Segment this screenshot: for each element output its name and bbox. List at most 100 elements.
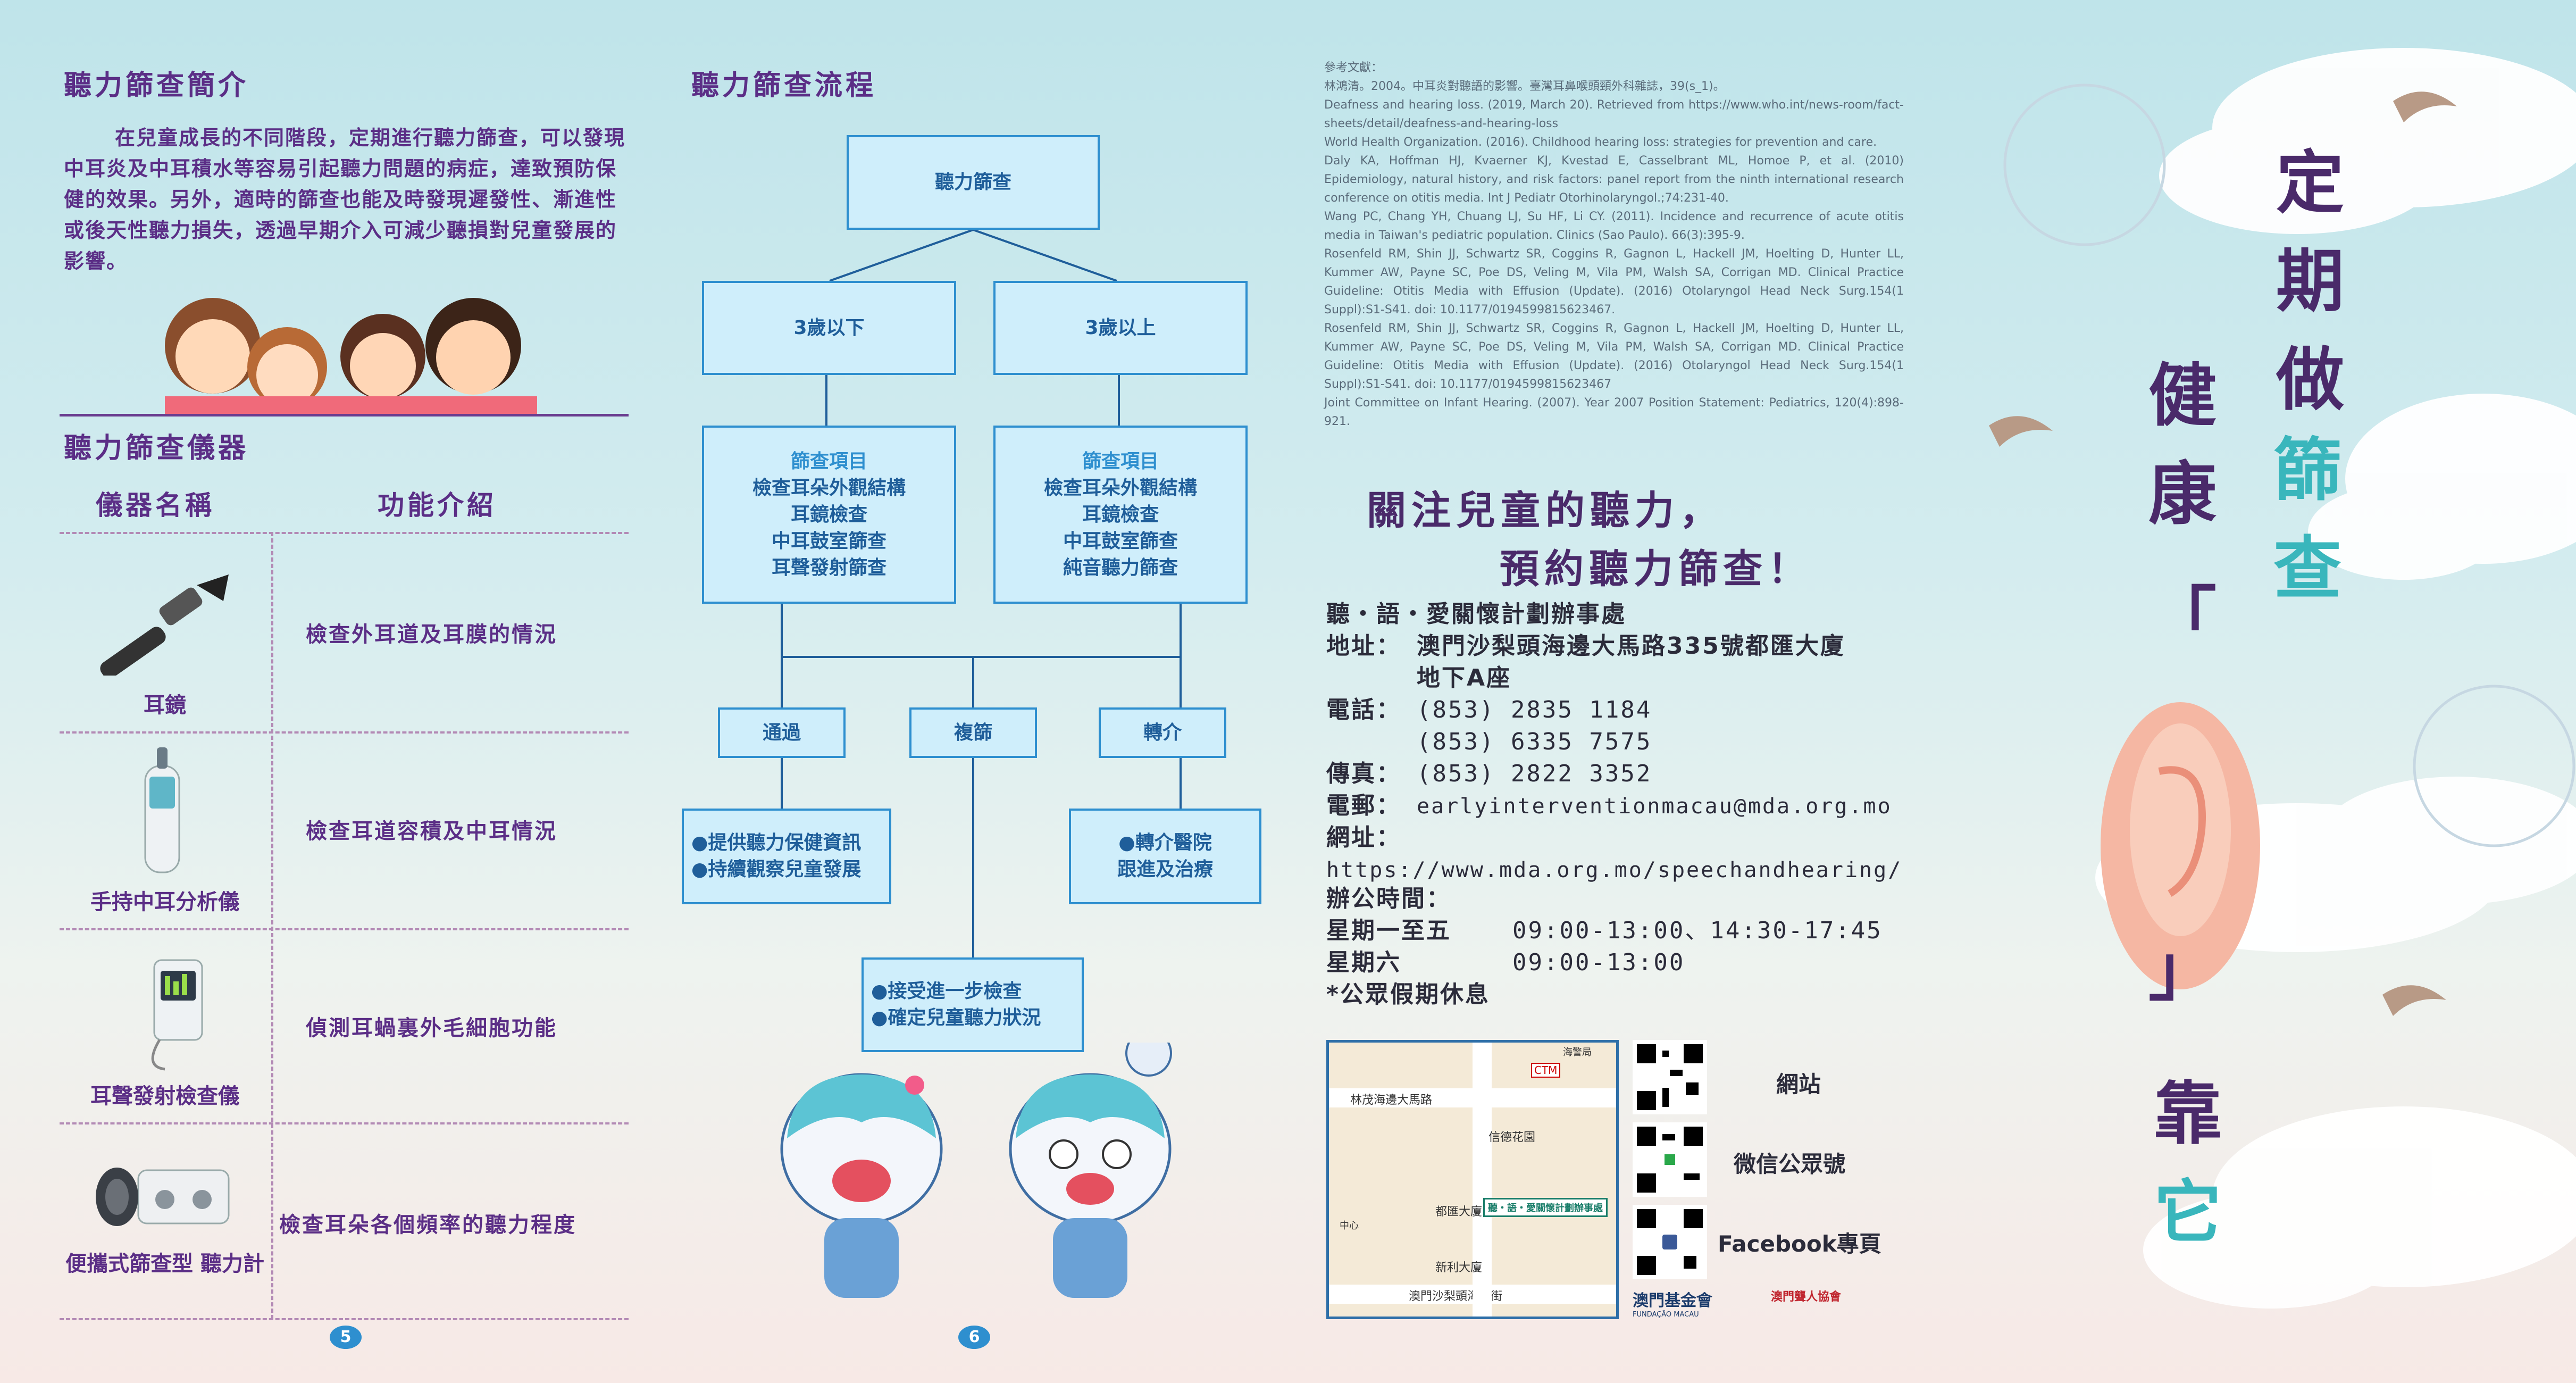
oae-device-icon — [151, 959, 203, 1071]
map-road-label: 林茂海邊大馬路 — [1350, 1094, 1433, 1107]
references: 參考文獻： 林鴻清。2004。中耳炎對聽語的影響。臺灣耳鼻喉頭頸外科雜誌，39(… — [1324, 59, 1904, 431]
cover-title-teal: 篩 查 — [2273, 415, 2348, 612]
flow-items-over3: 篩查項目 檢查耳朵外觀結構 耳鏡檢查 中耳鼓室篩查 純音聽力篩查 — [993, 426, 1248, 604]
list-item: ●接受進一步檢查 — [871, 980, 1022, 1002]
intro-paragraph: 在兒童成長的不同階段，定期進行聽力篩查，可以發現中耳炎及中耳積水等容易引起聽力問… — [64, 126, 626, 273]
flow-pass-box: 通過 — [718, 707, 846, 758]
cover-bottom-text: 靠 它 — [2154, 1059, 2228, 1255]
flow-over3-box: 3歲以上 — [993, 281, 1248, 375]
map-center-label: 中心 — [1340, 1220, 1359, 1231]
map-pier-label: 海警局 — [1563, 1047, 1592, 1058]
map-building-label: 都匯大廈 — [1435, 1205, 1483, 1219]
fax-row: 傳真： (853) 2822 3352 — [1326, 758, 1652, 790]
hours-saturday-row: 星期六 09:00-13:00 — [1326, 947, 1685, 979]
qr-label-facebook: Facebook專頁 — [1718, 1231, 1881, 1257]
reference-item: World Health Organization. (2016). Child… — [1324, 136, 1877, 149]
flow-recheck-box: 複篩 — [909, 707, 1037, 758]
fax-label: 傳真： — [1326, 760, 1401, 787]
instrument-name: 便攜式篩查型 聽力計 — [65, 1252, 264, 1276]
flow-pass-actions: ●提供聽力保健資訊 ●持續觀察兒童發展 — [682, 809, 891, 904]
mascot-illustration — [780, 1043, 1172, 1298]
references-title: 參考文獻： — [1324, 61, 1383, 74]
cover-title-char: 篩 — [2273, 431, 2342, 510]
cover-title-char: 查 — [2273, 529, 2342, 609]
cover-title-char: 定 — [2276, 144, 2345, 223]
qr-label-website: 網站 — [1776, 1071, 1821, 1097]
list-item: ●提供聽力保健資訊 — [691, 832, 862, 854]
table-divider — [60, 1122, 629, 1124]
address-line-2: 地下A座 — [1417, 664, 1512, 692]
reference-item: Daly KA, Hoffman HJ, Kvaerner KJ, Kvesta… — [1324, 154, 1904, 205]
instrument-function: 檢查外耳道及耳膜的情況 — [306, 622, 557, 647]
website-label: 網址： — [1326, 824, 1401, 851]
phone-2[interactable]: (853) 6335 7575 — [1417, 728, 1652, 755]
bird-icon — [1989, 91, 2457, 1016]
section-title-flow: 聽力篩查流程 — [691, 70, 877, 102]
list-item: 耳鏡檢查 — [1082, 503, 1159, 526]
flow-root-box: 聽力篩查 — [847, 135, 1100, 230]
flow-refer-actions: ●轉介醫院 跟進及治療 — [1069, 809, 1261, 904]
page-number: 6 — [958, 1326, 990, 1349]
email-row: 電郵：earlyinterventionmacau@mda.org.mo — [1326, 790, 1892, 822]
mascot-left — [780, 1073, 943, 1298]
qr-code-facebook[interactable] — [1633, 1205, 1707, 1279]
cover-title-char: 期 — [2276, 242, 2345, 321]
panel-contact: 參考文獻： 林鴻清。2004。中耳炎對聽語的影響。臺灣耳鼻喉頭頸外科雜誌，39(… — [1292, 0, 1925, 1383]
table-divider — [60, 532, 629, 534]
panel-page-5: 聽力篩查簡介 在兒童成長的不同階段，定期進行聽力篩查，可以發現中耳炎及中耳積水等… — [0, 0, 649, 1383]
map-ctm-label: CTM — [1531, 1063, 1561, 1078]
email-link[interactable]: earlyinterventionmacau@mda.org.mo — [1417, 794, 1892, 819]
reference-item: Rosenfeld RM, Shin JJ, Schwartz SR, Cogg… — [1324, 247, 1904, 316]
phone-label: 電話： — [1326, 696, 1401, 723]
reference-item: Joint Committee on Infant Hearing. (2007… — [1324, 396, 1904, 428]
audiometer-icon — [96, 1168, 230, 1226]
list-item: ●持續觀察兒童發展 — [691, 859, 862, 880]
list-item: ●確定兒童聽力狀況 — [871, 1007, 1041, 1029]
family-illustration — [165, 298, 537, 415]
reference-item: Rosenfeld RM, Shin JJ, Schwartz SR, Cogg… — [1324, 322, 1904, 391]
list-item: 檢查耳朵外觀結構 — [752, 477, 906, 499]
address-line-1: 澳門沙梨頭海邊大馬路335號都匯大廈 — [1417, 632, 1845, 660]
saturday-hours: 09:00-13:00 — [1512, 949, 1685, 976]
list-item: 耳聲發射篩查 — [771, 556, 886, 579]
list-item: 檢查耳朵外觀結構 — [1043, 477, 1197, 499]
ear-illustration — [2101, 702, 2260, 989]
qr-code-wechat[interactable] — [1633, 1122, 1707, 1197]
website-link[interactable]: https://www.mda.org.mo/speechandhearing/ — [1326, 858, 1903, 882]
flowchart-connectors — [781, 229, 1182, 957]
hours-title: 辦公時間： — [1326, 885, 1451, 912]
page-number: 5 — [330, 1326, 362, 1349]
doodle-faces — [2003, 84, 2575, 847]
holiday-note: *公眾假期休息 — [1326, 981, 1491, 1008]
items-header: 篩查項目 — [1082, 450, 1159, 472]
phone-row: 電話： (853) 2835 1184 — [1326, 694, 1652, 726]
cover-bottom-char: 靠 — [2154, 1074, 2222, 1154]
cover-clouds — [1989, 48, 2576, 1309]
mascot-right — [1009, 1043, 1172, 1298]
saturday-label: 星期六 — [1326, 949, 1401, 976]
section-title-instruments: 聽力篩查儀器 — [64, 432, 249, 464]
phone-1[interactable]: (853) 2835 1184 — [1417, 696, 1652, 723]
cover-title-char: 健 — [2148, 356, 2217, 436]
column-header-name: 儀器名稱 — [96, 490, 215, 521]
flow-recheck-actions: ●接受進一步檢查 ●確定兒童聽力狀況 — [862, 957, 1084, 1052]
website-row: 網址： https://www.mda.org.mo/speechandheari… — [1326, 822, 1925, 886]
logo-mda: 澳門聾人協會 — [1771, 1290, 1842, 1304]
location-map[interactable]: 林茂海邊大馬路 澳門沙梨頭海邊街 CTM 海警局 信德花園 都匯大廈 新利大廈 … — [1326, 1040, 1619, 1319]
panel-page-6: 聽力篩查流程 聽力篩查 3歲以下 3歲以上 篩查項目 檢查耳朵 — [649, 0, 1292, 1383]
headline-line-1: 關注兒童的聽力， — [1367, 488, 1724, 534]
list-item: 純音聽力篩查 — [1063, 556, 1178, 579]
table-column-divider — [271, 532, 273, 1319]
qr-code-website[interactable] — [1633, 1040, 1707, 1114]
cover-title-char: 做 — [2276, 340, 2345, 420]
divider-line — [60, 414, 629, 416]
instrument-function: 偵測耳蝸裏外毛細胞功能 — [306, 1016, 557, 1040]
weekdays-label: 星期一至五 — [1326, 917, 1451, 944]
instrument-name: 耳鏡 — [144, 693, 186, 718]
instrument-function: 檢查耳道容積及中耳情況 — [306, 819, 557, 844]
headline-line-2: 預約聽力篩查！ — [1500, 546, 1812, 592]
flow-under3-box: 3歲以下 — [702, 281, 956, 375]
cover-title-col-1: 定 期 做 — [2276, 128, 2351, 423]
fax-number: (853) 2822 3352 — [1417, 760, 1652, 787]
